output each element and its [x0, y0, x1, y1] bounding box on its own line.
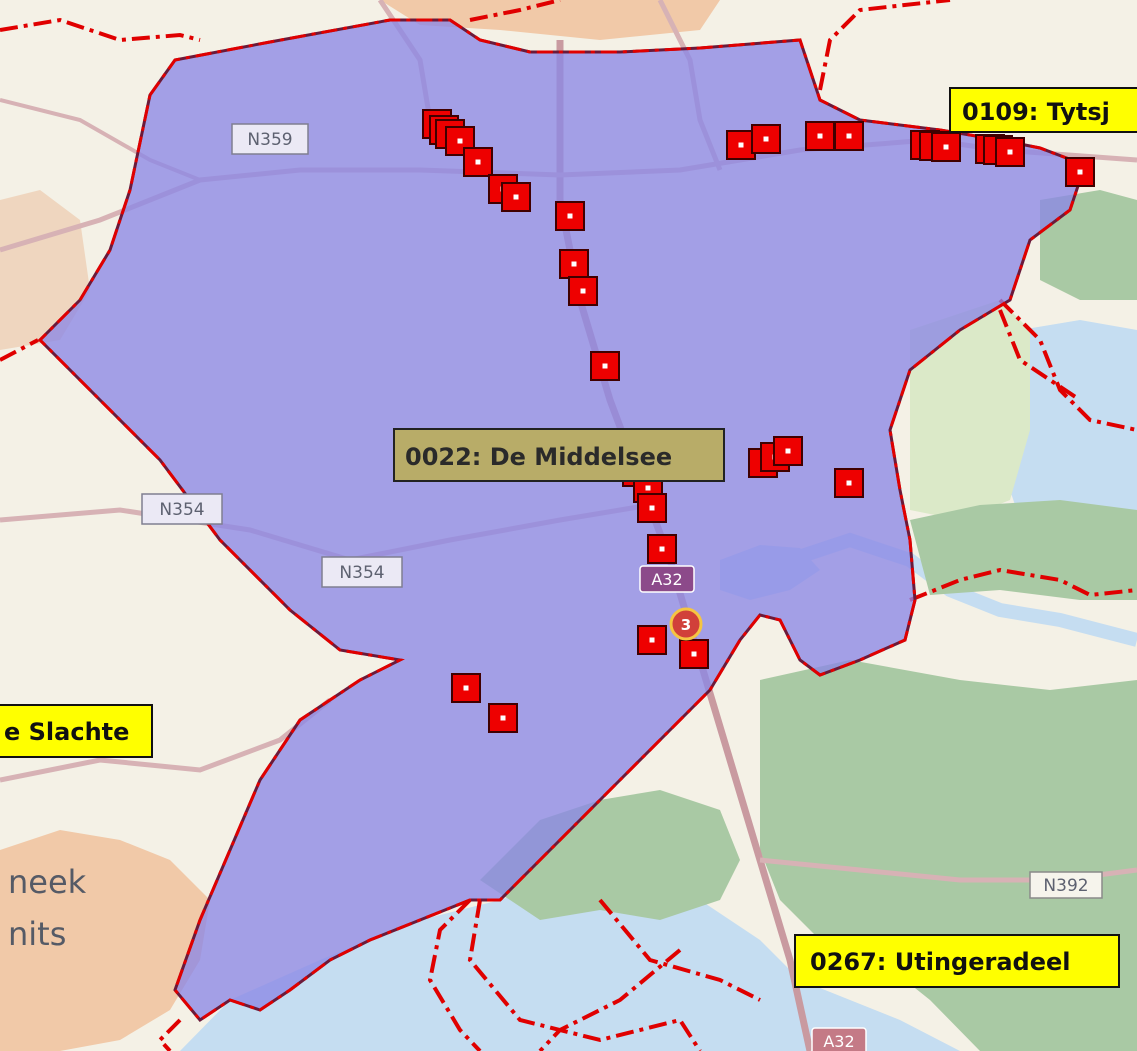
urban-west: [0, 830, 210, 1051]
svg-text:e Slachte: e Slachte: [4, 718, 129, 746]
svg-text:N359: N359: [247, 130, 292, 150]
boundary-west: [0, 338, 39, 362]
boundary-south-5: [157, 1018, 182, 1051]
place-label-line1: neek: [8, 863, 87, 901]
map-marker[interactable]: [773, 436, 803, 466]
svg-text:0267: Utingeradeel: 0267: Utingeradeel: [810, 948, 1070, 976]
region-labels: 0109: Tytsj 0022: De Middelsee e Slachte…: [0, 87, 1137, 988]
map-marker[interactable]: [463, 147, 493, 177]
map-marker[interactable]: [931, 132, 961, 162]
map-marker[interactable]: [501, 182, 531, 212]
map-marker[interactable]: [488, 703, 518, 733]
road-label-n392: N392: [1029, 871, 1103, 899]
forest-east-light: [910, 300, 1030, 520]
road-label-n359: N359: [231, 123, 309, 155]
map-marker[interactable]: [1065, 157, 1095, 187]
map-marker[interactable]: [559, 249, 589, 279]
region-label-tytsjerk[interactable]: 0109: Tytsj: [949, 87, 1137, 133]
svg-text:A32: A32: [823, 1032, 854, 1051]
urban-north: [380, 0, 720, 40]
map-marker[interactable]: [637, 625, 667, 655]
region-label-slachte[interactable]: e Slachte: [0, 704, 153, 758]
boundary-east-1: [998, 298, 1137, 432]
map-marker[interactable]: [995, 137, 1025, 167]
boundary-north-west: [0, 17, 201, 43]
boundary-north: [469, 0, 561, 22]
map-marker[interactable]: [834, 121, 864, 151]
map-marker[interactable]: [726, 130, 756, 160]
map-marker[interactable]: [555, 201, 585, 231]
boundary-east-2: [998, 309, 1082, 402]
road-label-a32-bottom: A32: [811, 1027, 867, 1051]
road-label-n354-top: N354: [141, 493, 223, 525]
cluster-badge[interactable]: 3: [669, 607, 703, 641]
svg-text:A32: A32: [651, 570, 682, 589]
forest-east-mid: [910, 500, 1137, 600]
map-marker[interactable]: [679, 639, 709, 669]
lake-east: [1000, 320, 1137, 560]
svg-text:0109: Tytsj: 0109: Tytsj: [962, 98, 1110, 126]
boundary-east-3: [909, 567, 1137, 602]
map-marker[interactable]: [637, 493, 667, 523]
lake-south: [180, 880, 960, 1051]
road-label-n354-bottom: N354: [321, 556, 403, 588]
map-marker[interactable]: [451, 673, 481, 703]
marker-layer: [422, 109, 1095, 733]
map-marker[interactable]: [568, 276, 598, 306]
municipality-boundary-dashed: [37, 18, 1087, 1022]
forest-northeast: [1040, 190, 1137, 300]
boundary-south-4: [427, 898, 482, 1051]
road-shields: N359 N354 N354 A32 N392 A32: [141, 123, 1103, 1051]
map-marker[interactable]: [590, 351, 620, 381]
place-labels: neek nits: [8, 863, 87, 953]
boundary-south-2: [598, 898, 761, 1002]
svg-text:N354: N354: [159, 500, 204, 520]
svg-text:0022: De Middelsee: 0022: De Middelsee: [405, 443, 672, 471]
svg-text:N354: N354: [339, 563, 384, 583]
region-label-middelsee[interactable]: 0022: De Middelsee: [393, 428, 725, 482]
map-marker[interactable]: [805, 121, 835, 151]
boundary-north-east: [818, 0, 951, 91]
map-marker[interactable]: [647, 534, 677, 564]
svg-text:N392: N392: [1043, 876, 1088, 896]
boundary-south-3: [538, 948, 682, 1051]
place-label-line2: nits: [8, 915, 66, 953]
road-label-a32: A32: [639, 565, 695, 593]
map-marker[interactable]: [751, 124, 781, 154]
region-label-utingeradeel[interactable]: 0267: Utingeradeel: [794, 934, 1120, 988]
svg-text:3: 3: [681, 616, 691, 634]
map-marker[interactable]: [834, 468, 864, 498]
